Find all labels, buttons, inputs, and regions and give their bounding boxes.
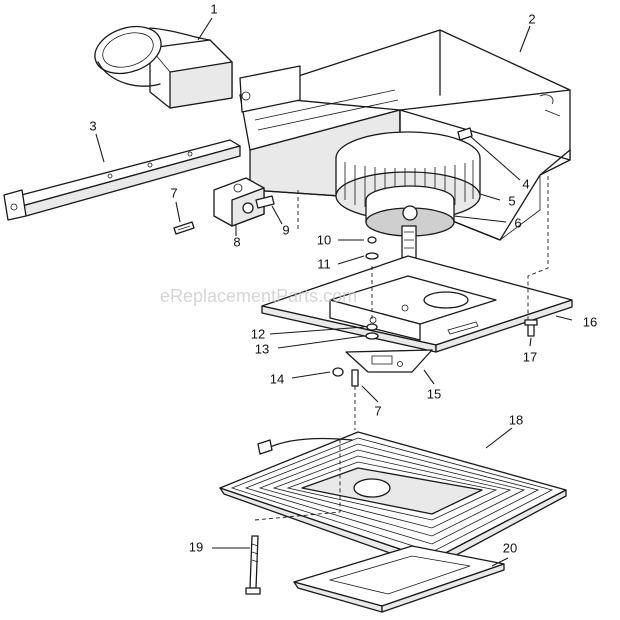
part-6-motor [365, 185, 455, 259]
part-3-hanger-bar [3, 139, 241, 221]
part-17-screw [524, 319, 538, 337]
callout-17: 17 [523, 349, 537, 364]
callout-labels: 1 2 3 4 5 6 7 7 8 9 10 11 12 13 14 15 16… [89, 1, 597, 555]
callout-3: 3 [89, 118, 96, 133]
part-7-screw-lower [351, 369, 359, 387]
callout-12: 12 [251, 326, 265, 341]
callout-7-lower: 7 [374, 403, 381, 418]
part-18-grille [219, 431, 567, 569]
part-7-screw [173, 221, 195, 235]
callout-6: 6 [514, 215, 521, 230]
part-4-clip [457, 127, 473, 141]
callout-11: 11 [317, 256, 331, 271]
part-8-bracket [213, 177, 265, 227]
callout-19: 19 [189, 539, 203, 554]
watermark: eReplacementParts.com [160, 286, 357, 306]
part-9-bracket-clip [255, 195, 275, 209]
part-13-washer [365, 332, 379, 340]
part-16-mounting-plate [261, 255, 573, 353]
alignment-lines [254, 176, 549, 521]
callout-7-upper: 7 [170, 185, 177, 200]
callout-10: 10 [317, 232, 331, 247]
part-1-duct-connector [94, 25, 233, 109]
callout-16: 16 [583, 314, 597, 329]
callout-15: 15 [427, 386, 441, 401]
callout-4: 4 [522, 176, 529, 191]
part-12-nut [366, 323, 378, 331]
part-10-nut [367, 236, 377, 244]
callout-14: 14 [270, 371, 284, 386]
callout-18: 18 [509, 412, 523, 427]
callout-8: 8 [233, 234, 240, 249]
callout-5: 5 [508, 193, 515, 208]
part-14-nut [332, 367, 344, 377]
callout-9: 9 [282, 222, 289, 237]
callout-20: 20 [503, 540, 517, 555]
part-20-lens [293, 545, 505, 613]
callout-2: 2 [528, 11, 535, 26]
part-11-washer [365, 252, 379, 260]
callout-1: 1 [210, 1, 217, 16]
part-19-screw [245, 535, 261, 595]
leader-lines [95, 17, 573, 567]
part-15-bracket [345, 349, 433, 373]
callout-13: 13 [255, 341, 269, 356]
